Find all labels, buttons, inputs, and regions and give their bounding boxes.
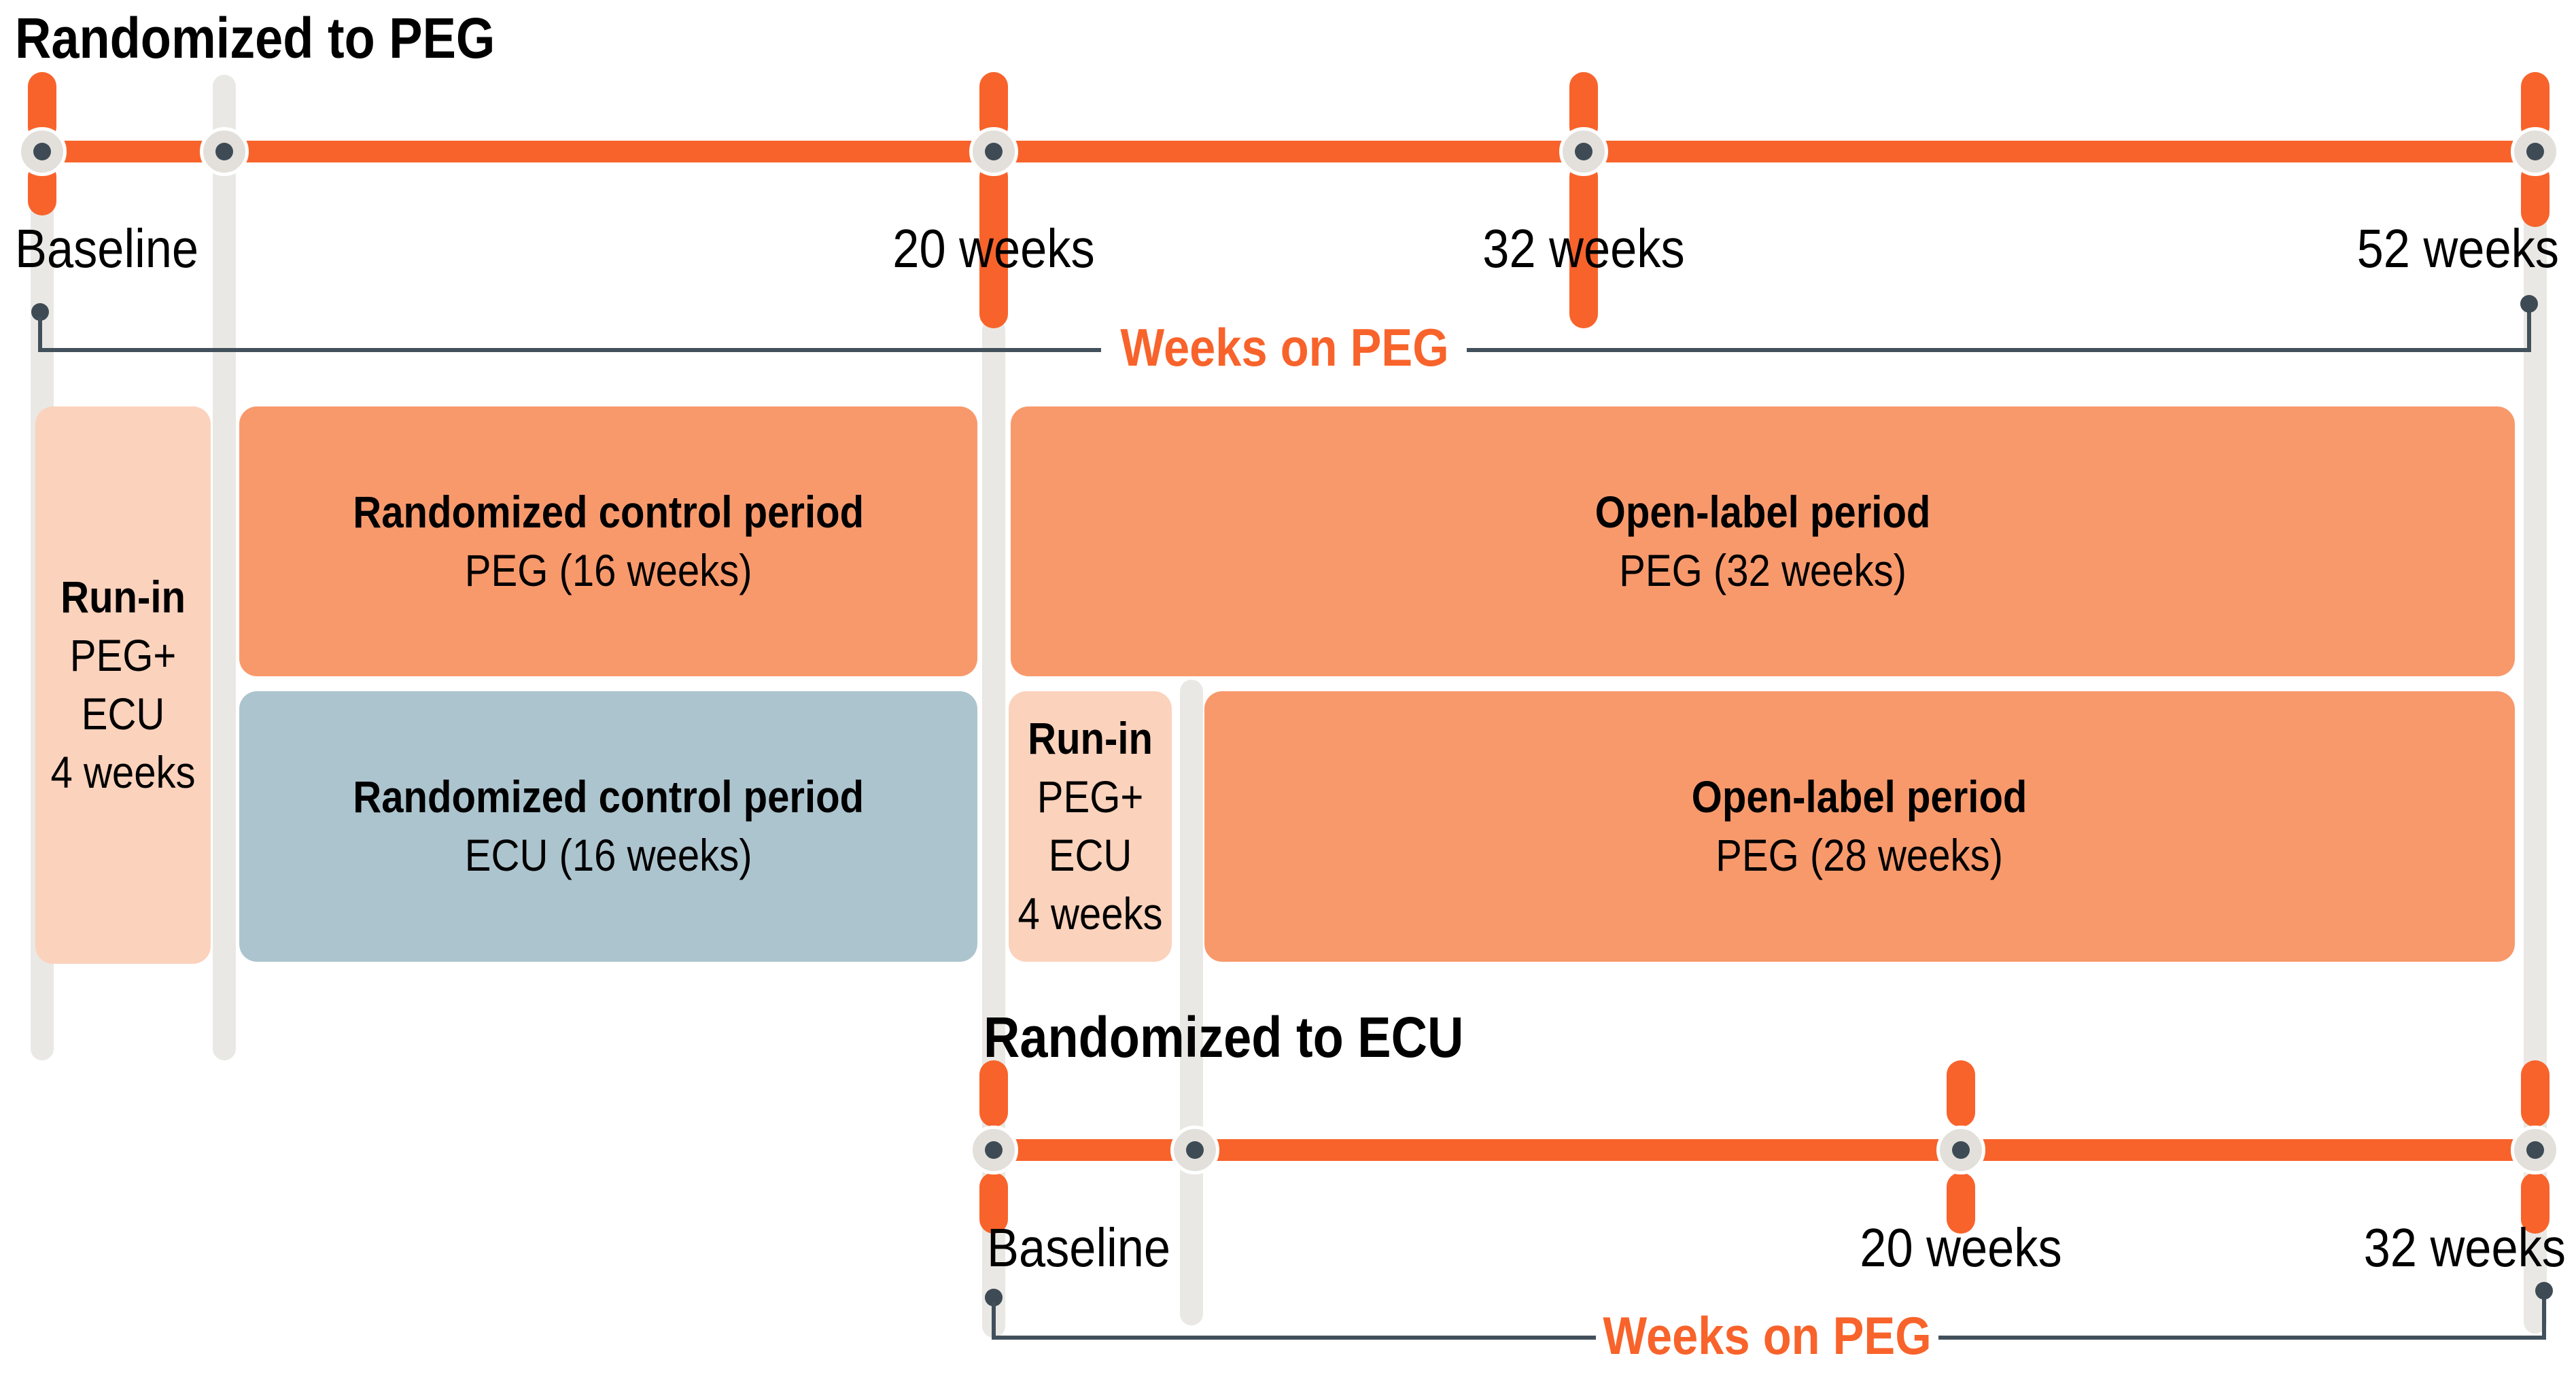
box-run-in-ecu: Run-in PEG+ ECU 4 weeks (1009, 691, 1172, 962)
tick-baseline-ecu-up (979, 1060, 1008, 1127)
marker-dot (33, 143, 51, 160)
marker-dot (1186, 1141, 1204, 1159)
box-run-in-peg: Run-in PEG+ ECU 4 weeks (35, 406, 211, 964)
box-open-label-peg28: Open-label period PEG (28 weeks) (1204, 691, 2515, 962)
bracket-peg-right-riser (2527, 307, 2531, 351)
marker-runin-end-ecu (1170, 1126, 1219, 1174)
marker-baseline-ecu (969, 1126, 1018, 1174)
label-week20-peg: 20 weeks (892, 218, 1095, 279)
label-week32-peg: 32 weeks (1482, 218, 1685, 279)
box-randomized-control-ecu: Randomized control period ECU (16 weeks) (239, 691, 977, 962)
bracket-ecu-left-riser (992, 1302, 996, 1340)
marker-week32-peg (1559, 127, 1608, 176)
bracket-peg-label: Weeks on PEG (1120, 317, 1449, 377)
marker-week20-ecu (1936, 1126, 1985, 1174)
timeline-bar-ecu (984, 1139, 2547, 1161)
bracket-ecu-right-riser (2542, 1295, 2546, 1340)
title-randomized-to-peg: Randomized to PEG (15, 6, 495, 70)
title-randomized-to-ecu: Randomized to ECU (984, 1005, 1464, 1069)
label-week20-ecu: 20 weeks (1860, 1217, 2062, 1278)
marker-week52-peg (2511, 127, 2560, 176)
bracket-ecu-right-dot (2535, 1282, 2553, 1300)
marker-dot (215, 143, 233, 160)
marker-dot (2526, 143, 2544, 160)
marker-baseline-peg (18, 127, 67, 176)
box-randomized-control-ecu-text: Randomized control period ECU (16 weeks) (353, 771, 864, 880)
marker-dot (1952, 1141, 1970, 1159)
box-run-in-peg-text: Run-in PEG+ ECU 4 weeks (50, 572, 196, 797)
tick-week20-ecu-down (1947, 1172, 1975, 1234)
bracket-peg-line-left (38, 348, 1101, 352)
tick-week32-peg-down (1569, 162, 1598, 328)
bracket-ecu-line-left (992, 1336, 1596, 1340)
bracket-peg-right-dot (2520, 295, 2538, 313)
box-open-label-peg28-text: Open-label period PEG (28 weeks) (1692, 771, 2027, 880)
label-baseline-ecu: Baseline (987, 1217, 1171, 1278)
tick-week20-ecu-up (1947, 1060, 1975, 1127)
tick-week20-peg-down (979, 162, 1008, 328)
marker-runin-end-peg (200, 127, 249, 176)
bracket-peg-line-right (1467, 348, 2531, 352)
slot-runin-end-peg (213, 75, 236, 1060)
box-run-in-ecu-text: Run-in PEG+ ECU 4 weeks (1017, 713, 1163, 939)
bracket-ecu-line-right (1938, 1336, 2546, 1340)
tick-week32-ecu-up (2521, 1060, 2549, 1127)
marker-dot (985, 1141, 1003, 1159)
box-randomized-control-peg: Randomized control period PEG (16 weeks) (239, 406, 977, 676)
box-randomized-control-peg-text: Randomized control period PEG (16 weeks) (353, 486, 864, 595)
slot-runin-end-ecu (1180, 680, 1203, 1325)
marker-dot (2526, 1141, 2544, 1159)
label-baseline-peg: Baseline (15, 218, 199, 279)
box-open-label-peg32-text: Open-label period PEG (32 weeks) (1595, 486, 1931, 595)
bracket-ecu-label: Weeks on PEG (1603, 1306, 1932, 1365)
timeline-bar-peg (24, 141, 2547, 162)
box-open-label-peg32: Open-label period PEG (32 weeks) (1011, 406, 2515, 676)
bracket-peg-left-riser (38, 317, 42, 352)
marker-week20-peg (969, 127, 1018, 176)
label-week52-peg: 52 weeks (2356, 218, 2559, 279)
tick-baseline-ecu-down (979, 1172, 1008, 1234)
tick-week32-ecu-down (2521, 1172, 2549, 1234)
marker-dot (1575, 143, 1592, 160)
label-week32-ecu: 32 weeks (2363, 1217, 2566, 1278)
marker-dot (985, 143, 1003, 160)
marker-week32-ecu (2511, 1126, 2560, 1174)
